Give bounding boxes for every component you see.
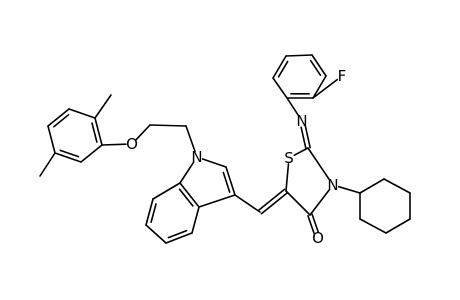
atom-label-n-indole: N	[191, 148, 202, 166]
bond-C4-O4-b	[311, 213, 319, 233]
bond-a3-a4-inner	[52, 114, 70, 128]
bond-r4-r5-inner	[309, 59, 322, 76]
bond-a4-a5	[47, 125, 56, 154]
bond-C5-CH-a	[257, 188, 286, 212]
bond-ch1-ch2	[149, 124, 187, 127]
bond-C4-NR	[309, 188, 331, 216]
bond-a1-a2-inner	[91, 122, 98, 143]
bond-r6-F	[312, 78, 339, 99]
atom-label-f: F	[338, 67, 347, 85]
bond-c4-c5	[385, 218, 411, 234]
bond-N1-ch1	[185, 125, 196, 153]
bond-i7-i7a	[152, 182, 181, 200]
bond-i2-N1	[201, 158, 227, 168]
bond-a5-Me2	[39, 152, 56, 177]
bond-C4-O4-a	[307, 214, 315, 234]
bond-i7a-i3a-inner	[178, 188, 194, 207]
bond-r2-r3	[272, 55, 287, 79]
bond-i6-i7	[145, 198, 154, 226]
bond-a2-Me1	[94, 94, 112, 119]
bond-NI-C2-b	[304, 125, 311, 149]
bond-i3-i2	[225, 166, 236, 196]
atom-label-layer: F N S N O N O	[126, 67, 346, 247]
bond-N1-i7a	[179, 161, 195, 184]
bond-i4-i5-inner	[167, 229, 188, 239]
bond-CH-i3	[234, 194, 261, 213]
bond-r4-r5	[311, 54, 327, 77]
bond-i3a-i4	[191, 206, 200, 234]
bond-r3-r4	[285, 54, 313, 57]
bond-NR-c1	[337, 185, 361, 194]
bond-c2-c3	[383, 178, 411, 194]
bond-OE-a1	[101, 143, 127, 146]
bond-i6-i7-inner	[150, 203, 157, 223]
bond-r2-r3-inner	[277, 60, 289, 78]
bond-i4-i5	[165, 232, 193, 244]
bond-a1-a2	[94, 117, 103, 146]
bond-i3-i2-inner	[222, 171, 231, 193]
atom-label-s: S	[284, 149, 294, 167]
bond-C5-C4	[285, 190, 311, 216]
bond-a3-a4	[47, 108, 70, 127]
bond-C2-S	[293, 147, 309, 157]
atom-label-o-ether: O	[126, 135, 138, 153]
atom-label-n-imine: N	[296, 112, 307, 130]
bond-r1-r2	[272, 77, 288, 99]
bond-layer	[39, 54, 411, 244]
bond-NI-C2-a	[300, 126, 307, 150]
bond-c5-c6	[359, 218, 387, 234]
bond-C5-CH-b	[260, 191, 289, 215]
bond-i5-i6	[145, 224, 167, 244]
bond-ch2-OE	[135, 124, 151, 141]
bond-a5-a6	[54, 152, 82, 163]
bond-i7a-i3a	[179, 182, 200, 208]
bond-r1-NI	[286, 97, 300, 117]
bond-a5-a6-inner	[59, 149, 80, 158]
bond-S-C5	[285, 163, 290, 192]
bond-c1-c2	[359, 178, 385, 194]
bond-r5-r6	[312, 75, 327, 99]
atom-label-o-carbonyl: O	[312, 229, 324, 247]
bond-i3a-i3	[198, 194, 236, 208]
bond-a2-a3	[68, 108, 96, 119]
bond-a6-a1	[80, 144, 103, 163]
bond-NR-C2	[307, 147, 331, 181]
atom-label-n-ring: N	[327, 176, 338, 194]
